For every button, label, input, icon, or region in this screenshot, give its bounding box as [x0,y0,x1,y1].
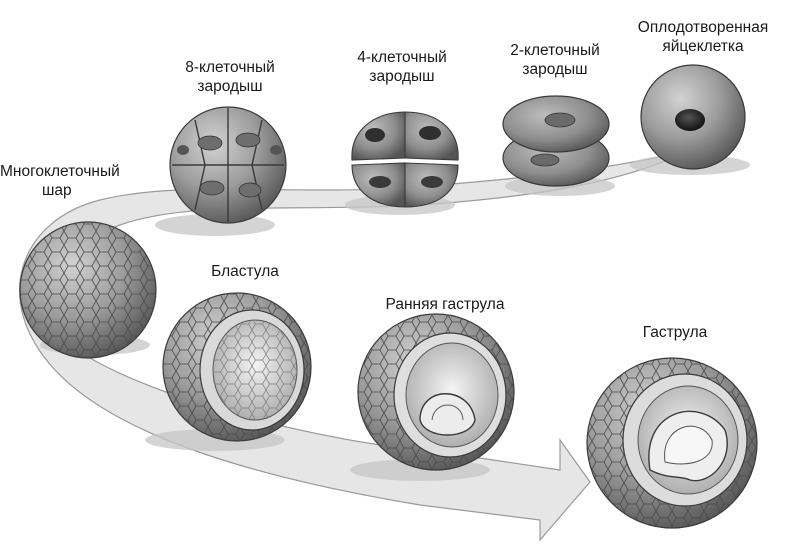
label-morula: Многоклеточный шар [0,162,160,200]
label-eight-cell-line1: 8-клеточный [185,59,275,76]
label-gastrula: Гаструла [620,323,730,342]
label-zygote-line2: яйцеклетка [662,38,744,55]
label-two-cell-line1: 2-клеточный [510,42,600,59]
label-blastula: Бластула [195,262,295,281]
morula-ball [19,221,157,359]
blastula-ball [162,292,312,442]
zygote-cell [640,64,746,170]
gastrula-ball [586,357,758,529]
nucleus-icon [675,109,705,131]
label-zygote: Оплодотворенная яйцеклетка [618,18,788,56]
eight-cell-embryo [169,106,287,224]
label-eight-cell-line2: зародыш [197,78,263,95]
label-early-gastrula-line1: Ранняя гаструла [385,296,505,313]
two-cell-embryo [502,95,610,187]
label-morula-line1: Многоклеточный [0,163,120,180]
label-two-cell-line2: зародыш [522,61,588,78]
label-zygote-line1: Оплодотворенная [637,19,769,36]
early-gastrula-ball [357,313,515,471]
label-four-cell-line2: зародыш [369,68,435,85]
label-morula-line2: шар [42,182,72,199]
label-blastula-line1: Бластула [211,263,279,280]
four-cell-embryo [351,111,459,208]
label-gastrula-line1: Гаструла [642,324,708,341]
label-four-cell-line1: 4-клеточный [357,49,447,66]
label-eight-cell: 8-клеточный зародыш [165,58,295,96]
label-four-cell: 4-клеточный зародыш [337,48,467,86]
label-two-cell: 2-клеточный зародыш [490,41,620,79]
label-early-gastrula: Ранняя гаструла [365,295,525,314]
